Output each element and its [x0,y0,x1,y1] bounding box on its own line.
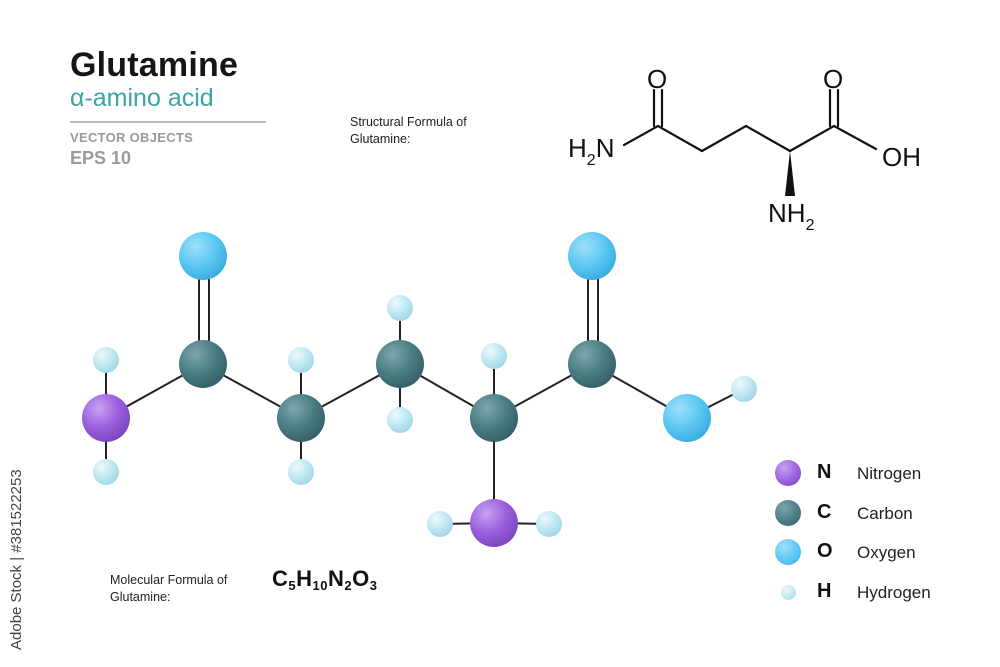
title-divider [70,121,266,123]
molecular-formula-caption: Molecular Formula of Glutamine: [110,572,227,606]
stock-watermark-text: Adobe Stock | #381522253 [8,469,25,650]
nh2-subscript: 2 [806,217,815,234]
bond-c1-c2 [656,124,704,153]
nitrogen-atom [82,394,130,442]
bond-n-c1 [622,124,660,147]
model-bonds [105,256,745,525]
formula-count: 5 [288,578,297,593]
formula-element: O [352,566,370,591]
carbon-atom [470,394,518,442]
oxygen-swatch [775,539,801,565]
formula-element: H [296,566,313,591]
bond-c4-c5 [788,124,836,153]
structural-formula-caption: Structural Formula of Glutamine: [350,114,467,148]
hydrogen-atom [536,511,562,537]
h2n-n: N [596,133,615,163]
eps-label: EPS 10 [70,148,132,168]
page-title: Glutamine [70,46,239,84]
legend-item-oxygen: O Oxygen [775,537,975,567]
formula-count: 3 [369,578,378,593]
hydrogen-swatch [781,585,796,600]
legend-item-hydrogen: H Hydrogen [775,577,975,607]
hydrogen-atom [731,376,757,402]
molecular-formula-caption-line2: Glutamine: [110,590,171,604]
legend-item-nitrogen: N Nitrogen [775,458,975,488]
formula-count: 2 [344,578,353,593]
hydrogen-atom [288,459,314,485]
bond-c5-oh [832,124,878,151]
legend-name: Nitrogen [857,464,922,483]
nitrogen-atom [470,499,518,547]
hydrogen-atom [481,343,507,369]
structural-formula-diagram: O O H2N OH NH2 [568,64,921,234]
legend-symbol: H [817,580,832,602]
carbon-atom [568,340,616,388]
formula-element: N [327,566,345,591]
legend-name: Carbon [857,504,913,523]
carbon-atom [376,340,424,388]
hydrogen-atom [387,407,413,433]
structural-formula-caption-line1: Structural Formula of [350,115,467,129]
legend-symbol: O [817,540,833,562]
oh-label: OH [882,142,921,172]
molecular-formula-caption-line1: Molecular Formula of [110,573,228,587]
carbon-swatch [775,500,801,526]
oxygen-atom [663,394,711,442]
vector-objects-label: VECTOR OBJECTS [70,130,194,145]
hydrogen-atom [387,295,413,321]
bond-c2-c3 [700,124,748,153]
hydrogen-atom [288,347,314,373]
wedge-bond [785,151,795,196]
carbon-atom [179,340,227,388]
formula-count: 10 [312,578,328,593]
nh2-label: NH2 [768,198,815,234]
hydrogen-atom [427,511,453,537]
h2n-h: H [568,133,587,163]
nitrogen-swatch [775,460,801,486]
oxygen-label-left: O [647,64,667,94]
model-atoms [82,232,757,547]
nh2-nh: NH [768,198,806,228]
legend-symbol: N [817,461,832,483]
formula-element: C [272,566,289,591]
h2n-label: H2N [568,133,614,169]
legend-symbol: C [817,501,832,523]
oxygen-label-right: O [823,64,843,94]
oxygen-atom [179,232,227,280]
legend-name: Hydrogen [857,583,931,602]
hydrogen-atom [93,459,119,485]
carbon-atom [277,394,325,442]
oxygen-atom [568,232,616,280]
structural-formula-caption-line2: Glutamine: [350,132,411,146]
stock-watermark: Adobe Stock | #381522253 [8,420,28,650]
legend-name: Oxygen [857,543,916,562]
page-subtitle: α-amino acid [70,84,214,112]
bond-c3-c4 [744,124,792,153]
legend-item-carbon: C Carbon [775,498,975,528]
hydrogen-atom [93,347,119,373]
h2n-subscript: 2 [587,152,596,169]
molecular-formula: C5H10N2O3 [272,566,377,593]
